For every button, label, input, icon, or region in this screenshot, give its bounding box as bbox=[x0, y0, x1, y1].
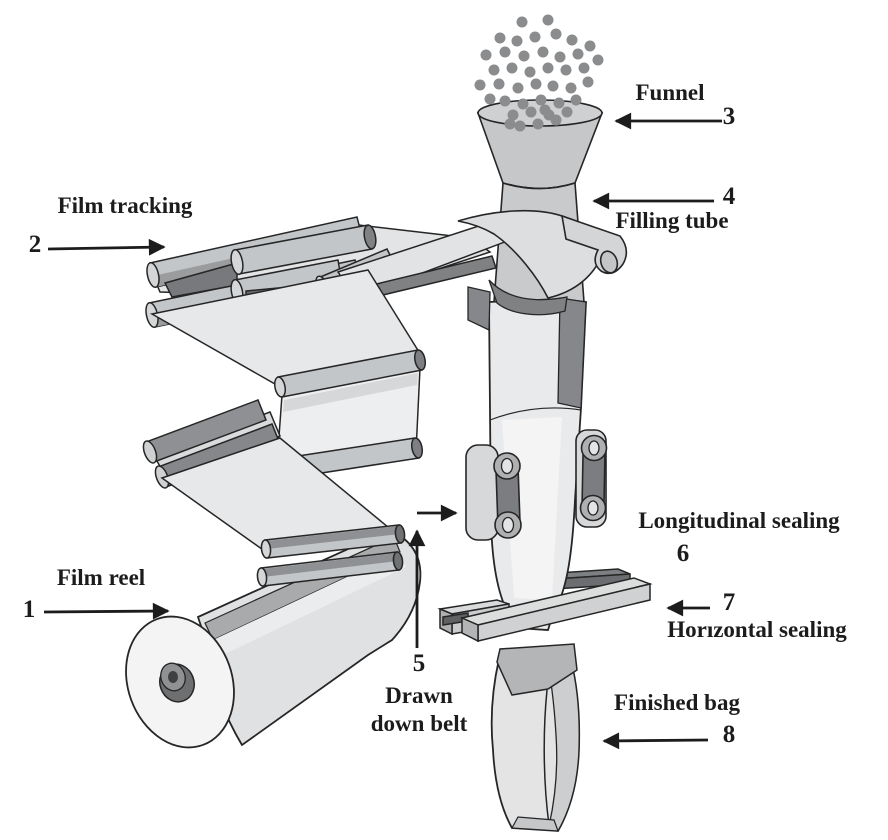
label-longitudinal-sealing-number: 6 bbox=[676, 540, 690, 567]
label-funnel-number: 3 bbox=[722, 103, 736, 130]
label-funnel: Funnel bbox=[635, 80, 705, 105]
label-finished-bag-number: 8 bbox=[722, 721, 736, 748]
finished-bag-shape bbox=[490, 643, 581, 832]
label-filling-tube-number: 4 bbox=[722, 183, 736, 210]
arrow-film-tracking bbox=[47, 238, 166, 256]
arrow-film-reel bbox=[43, 602, 170, 620]
label-longitudinal-sealing: Longitudinal sealing bbox=[638, 508, 840, 533]
film-web-middle bbox=[142, 269, 427, 489]
granules bbox=[474, 14, 604, 132]
label-finished-bag: Finished bag bbox=[614, 690, 740, 715]
label-filling-tube: Filling tube bbox=[615, 208, 729, 233]
arrow-finished-bag bbox=[602, 732, 709, 750]
label-horizontal-sealing: Horızontal sealing bbox=[667, 617, 847, 642]
label-film-reel-number: 1 bbox=[22, 596, 36, 623]
label-drawn-belt-line2: down belt bbox=[370, 711, 468, 736]
longitudinal-sealing-belts bbox=[465, 429, 608, 541]
horizontal-sealing-jaws bbox=[437, 577, 653, 643]
label-film-reel: Film reel bbox=[56, 565, 146, 590]
label-drawn-belt-line1: Drawn bbox=[385, 683, 453, 708]
film-former bbox=[457, 209, 628, 299]
label-horizontal-sealing-number: 7 bbox=[722, 589, 736, 616]
label-film-tracking-number: 2 bbox=[28, 231, 42, 258]
annotation-arrows bbox=[43, 112, 722, 750]
film-web-lower bbox=[160, 437, 406, 587]
label-film-tracking: Film tracking bbox=[57, 193, 193, 218]
label-drawn-belt-number: 5 bbox=[412, 650, 426, 677]
